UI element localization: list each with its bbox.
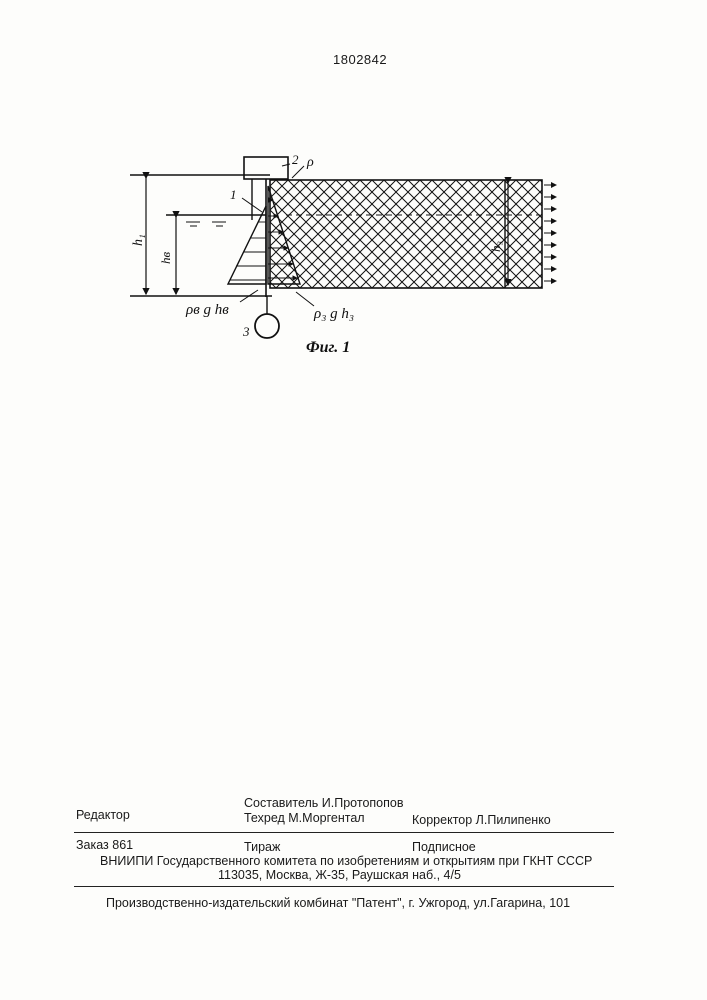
techred-line: Техред М.Моргентал bbox=[244, 811, 365, 825]
sensor-3-circle bbox=[255, 314, 279, 338]
water-pressure-diagram bbox=[228, 206, 266, 284]
subscription-line: Подписное bbox=[412, 840, 476, 854]
figure-caption: Фиг. 1 bbox=[306, 339, 350, 356]
label-h3: h₃ bbox=[488, 241, 503, 252]
order-line: Заказ 861 bbox=[76, 838, 133, 852]
org-line: ВНИИПИ Государственного комитета по изоб… bbox=[100, 854, 592, 868]
publisher-line: Производственно-издательский комбинат "П… bbox=[106, 896, 570, 910]
corrector-line: Корректор Л.Пилипенко bbox=[412, 813, 551, 827]
print-run-line: Тираж bbox=[244, 840, 280, 854]
label-rho: ρ bbox=[306, 155, 314, 170]
label-h1: h₁ bbox=[131, 234, 146, 246]
label-2: 2 bbox=[292, 152, 299, 167]
editor-label: Редактор bbox=[76, 808, 130, 822]
compiler-line: Составитель И.Протопопов bbox=[244, 796, 403, 810]
label-rho-b-g-h-b: ρв g hв bbox=[185, 302, 229, 318]
crosshatch-soil-region bbox=[270, 180, 542, 288]
divider-bottom bbox=[74, 886, 614, 887]
label-hb: hв bbox=[158, 252, 173, 265]
label-3: 3 bbox=[242, 324, 250, 339]
label-rho3-g-h3: ρ₃ g h₃ bbox=[313, 306, 354, 322]
figure-1-drawing: 1 2 ρ 3 h₁ hв h₃ ρв g hв ρ₃ g h₃ Фиг. 1 bbox=[0, 0, 707, 400]
divider-top bbox=[74, 832, 614, 833]
address-line: 113035, Москва, Ж-35, Раушская наб., 4/5 bbox=[218, 868, 461, 882]
label-1: 1 bbox=[230, 187, 237, 202]
